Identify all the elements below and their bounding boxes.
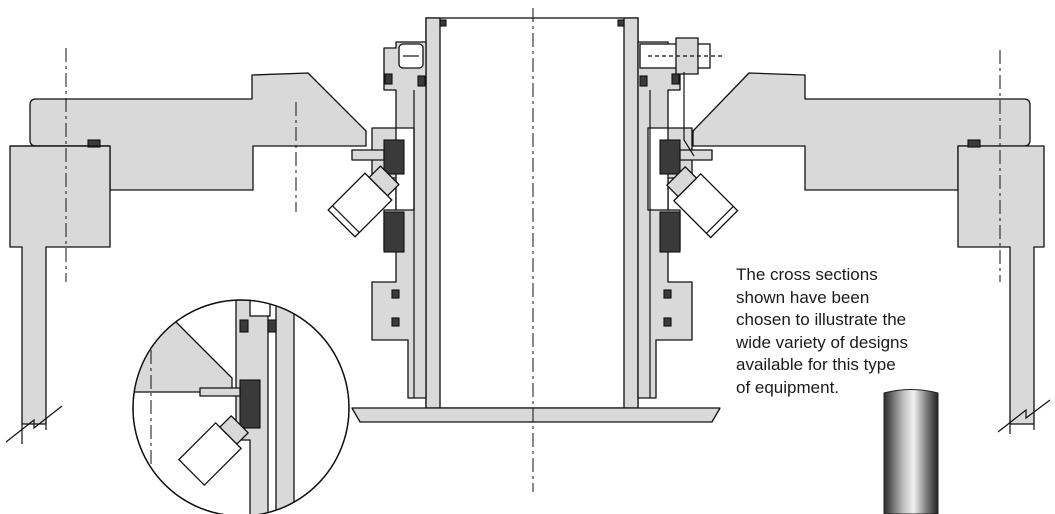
caption-line: chosen to illustrate the — [736, 310, 907, 329]
diagram-caption: The cross sections shown have been chose… — [736, 264, 996, 399]
caption-line: The cross sections — [736, 265, 878, 284]
caption-line: of equipment. — [736, 377, 840, 397]
right-seal-cartridge — [637, 37, 739, 399]
cylinder-rendering — [883, 389, 939, 514]
right-vessel-flange — [692, 50, 1051, 434]
caption-line: wide variety of designs — [736, 332, 908, 352]
left-vessel-flange — [5, 48, 367, 444]
detail-magnifier — [132, 299, 350, 514]
caption-line: available for this type — [736, 355, 896, 374]
caption-line: shown have been — [736, 287, 870, 307]
shaft-sleeve — [351, 8, 721, 492]
left-seal-cartridge — [327, 41, 427, 399]
